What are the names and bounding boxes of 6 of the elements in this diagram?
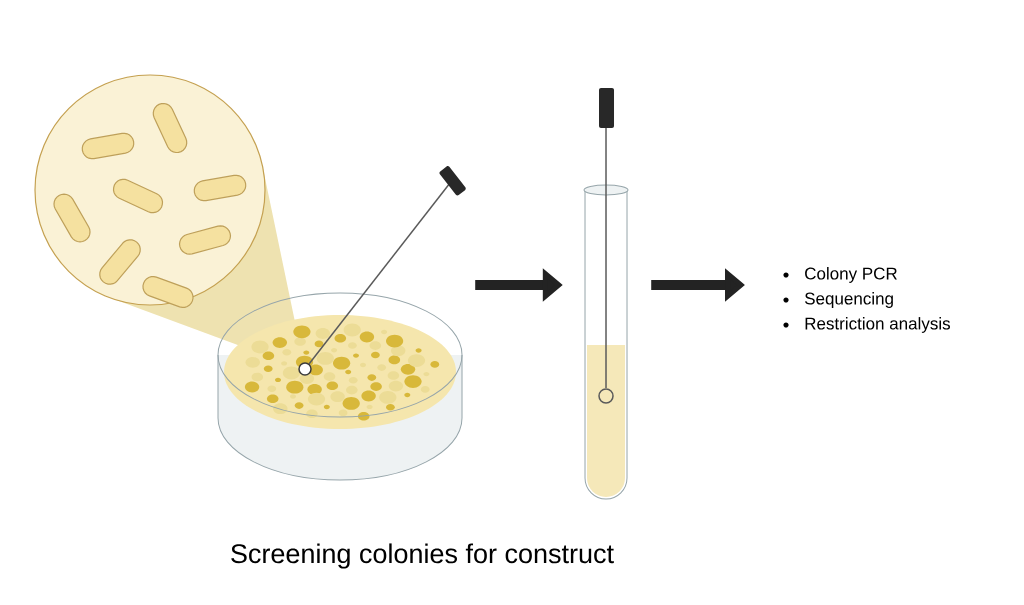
list-item: Restriction analysis [805, 317, 950, 333]
list-item: Colony PCR [805, 267, 897, 283]
list-item: Sequencing [805, 292, 893, 308]
test-tube-drawing [583, 88, 629, 500]
caption: Screening colonies for construct [231, 543, 614, 569]
petri-dish-drawing [34, 74, 466, 481]
